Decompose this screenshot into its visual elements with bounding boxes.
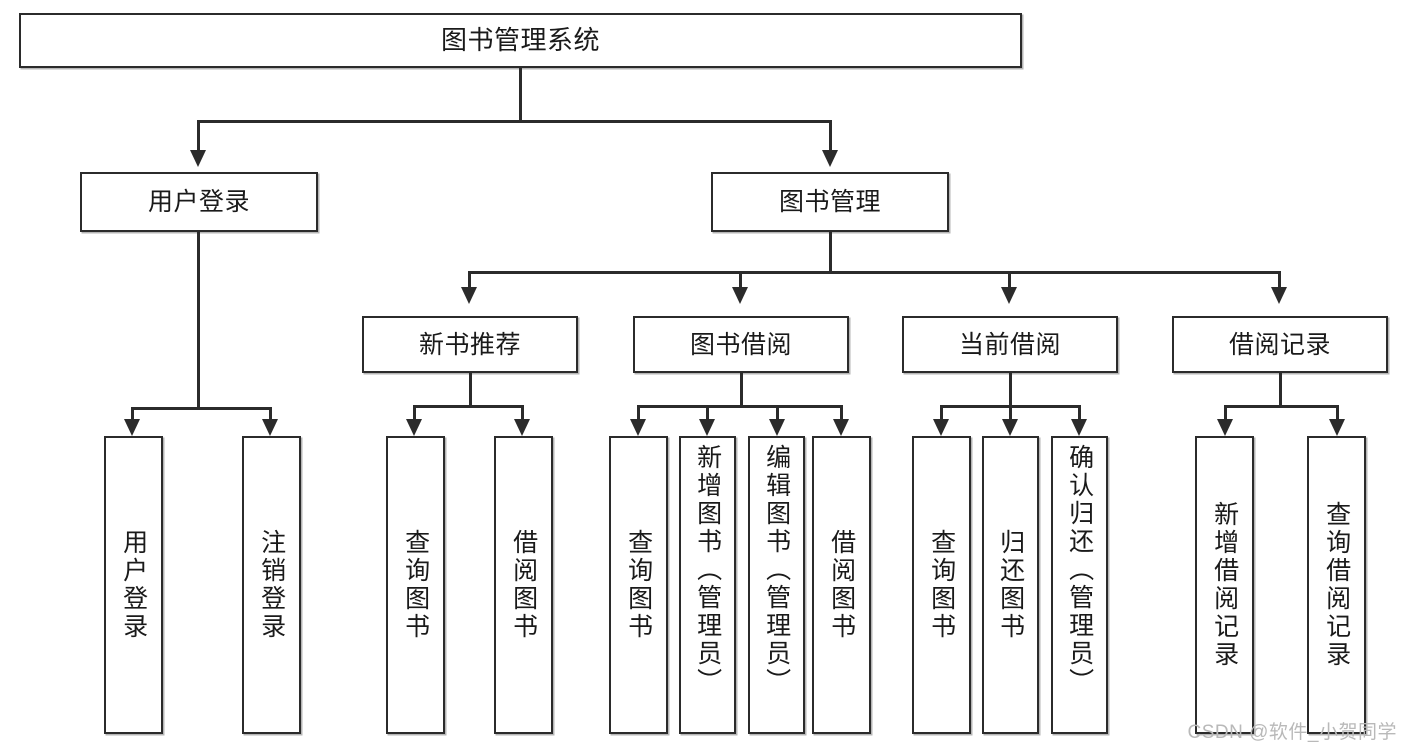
node-book-management[interactable]: 图书管理: [711, 172, 949, 232]
leaf-confirm-return[interactable]: 确认归还（管理员）: [1051, 436, 1108, 734]
node-label: 新书推荐: [418, 330, 521, 359]
leaf-add-book[interactable]: 新增图书（管理员）: [679, 436, 736, 734]
node-label: 查询图书: [927, 529, 956, 641]
connector-recommend-stem: [469, 373, 472, 407]
connector-level3-bus: [468, 271, 1280, 274]
connector-borrow-drop-4: [840, 405, 843, 421]
leaf-borrow-book-recommend[interactable]: 借阅图书: [494, 436, 553, 734]
connector-record-bus: [1224, 405, 1338, 408]
arrowhead-to-leaf-query-book-2: [630, 419, 646, 436]
arrowhead-to-borrow-record: [1271, 287, 1287, 304]
arrowhead-to-leaf-user-login: [124, 419, 140, 436]
arrowhead-to-new-book-recommend: [461, 287, 477, 304]
node-label: 确认归还（管理员）: [1065, 444, 1094, 696]
connector-user-login-bus: [131, 407, 269, 410]
leaf-query-book-borrow[interactable]: 查询图书: [609, 436, 668, 734]
leaf-edit-book[interactable]: 编辑图书（管理员）: [748, 436, 805, 734]
node-borrow-record[interactable]: 借阅记录: [1172, 316, 1388, 373]
leaf-query-book-current[interactable]: 查询图书: [912, 436, 971, 734]
node-label: 新增借阅记录: [1210, 501, 1239, 669]
node-root-system[interactable]: 图书管理系统: [19, 13, 1022, 68]
node-label: 借阅图书: [827, 529, 856, 641]
arrowhead-to-leaf-query-book-1: [406, 419, 422, 436]
arrowhead-to-leaf-add-book: [699, 419, 715, 436]
connector-root-bus: [197, 120, 831, 123]
arrowhead-to-leaf-logout: [262, 419, 278, 436]
node-label: 编辑图书（管理员）: [762, 444, 791, 696]
node-label: 注销登录: [257, 529, 286, 641]
connector-borrow-drop-1: [637, 405, 640, 421]
connector-record-drop-2: [1336, 405, 1339, 421]
connector-user-login-drop-2: [269, 407, 272, 421]
connector-current-drop-1: [940, 405, 943, 421]
connector-current-drop-2: [1009, 405, 1012, 421]
node-label: 借阅图书: [509, 529, 538, 641]
node-label: 图书管理: [778, 188, 881, 216]
connector-recommend-bus: [413, 405, 523, 408]
arrowhead-to-leaf-borrow-book-1: [514, 419, 530, 436]
node-label: 借阅记录: [1228, 330, 1331, 359]
connector-current-drop-3: [1078, 405, 1081, 421]
arrowhead-to-leaf-confirm-return: [1071, 419, 1087, 436]
arrowhead-to-leaf-borrow-book-2: [833, 419, 849, 436]
connector-level3-drop-1: [468, 271, 471, 289]
connector-user-login-stem: [197, 232, 200, 409]
connector-borrow-bus: [637, 405, 842, 408]
node-label: 查询图书: [401, 529, 430, 641]
node-label: 归还图书: [996, 529, 1025, 641]
node-book-borrow[interactable]: 图书借阅: [633, 316, 849, 373]
node-current-borrow[interactable]: 当前借阅: [902, 316, 1118, 373]
node-label: 用户登录: [119, 529, 148, 641]
leaf-logout[interactable]: 注销登录: [242, 436, 301, 734]
node-label: 图书管理系统: [440, 24, 600, 55]
node-user-login[interactable]: 用户登录: [80, 172, 318, 232]
connector-recommend-drop-1: [413, 405, 416, 421]
node-label: 查询借阅记录: [1322, 501, 1351, 669]
arrowhead-to-book-management: [822, 150, 838, 167]
node-new-book-recommend[interactable]: 新书推荐: [362, 316, 578, 373]
leaf-user-login[interactable]: 用户登录: [104, 436, 163, 734]
connector-book-management-stem: [829, 232, 832, 273]
connector-level3-drop-4: [1278, 271, 1281, 289]
arrowhead-to-current-borrow: [1001, 287, 1017, 304]
leaf-query-borrow-record[interactable]: 查询借阅记录: [1307, 436, 1366, 734]
connector-recommend-drop-2: [521, 405, 524, 421]
arrowhead-to-leaf-query-record: [1329, 419, 1345, 436]
connector-record-stem: [1279, 373, 1282, 407]
leaf-query-book-recommend[interactable]: 查询图书: [386, 436, 445, 734]
connector-root-drop-right: [829, 120, 832, 150]
node-label: 图书借阅: [689, 330, 792, 359]
connector-user-login-drop-1: [131, 407, 134, 421]
connector-borrow-drop-3: [776, 405, 779, 421]
arrowhead-to-leaf-return-book: [1002, 419, 1018, 436]
arrowhead-to-user-login: [190, 150, 206, 167]
connector-borrow-stem: [740, 373, 743, 407]
node-label: 用户登录: [147, 188, 250, 216]
node-label: 当前借阅: [958, 330, 1061, 359]
connector-level3-drop-2: [739, 271, 742, 289]
leaf-return-book[interactable]: 归还图书: [982, 436, 1039, 734]
leaf-borrow-book[interactable]: 借阅图书: [812, 436, 871, 734]
arrowhead-to-leaf-edit-book: [769, 419, 785, 436]
connector-borrow-drop-2: [706, 405, 709, 421]
connector-root-stem: [519, 68, 522, 122]
node-label: 查询图书: [624, 529, 653, 641]
node-label: 新增图书（管理员）: [693, 444, 722, 696]
connector-level3-drop-3: [1008, 271, 1011, 289]
arrowhead-to-leaf-add-record: [1217, 419, 1233, 436]
connector-record-drop-1: [1224, 405, 1227, 421]
connector-current-stem: [1009, 373, 1012, 407]
arrowhead-to-book-borrow: [732, 287, 748, 304]
leaf-add-borrow-record[interactable]: 新增借阅记录: [1195, 436, 1254, 734]
connector-root-drop-left: [197, 120, 200, 150]
arrowhead-to-leaf-query-book-3: [933, 419, 949, 436]
